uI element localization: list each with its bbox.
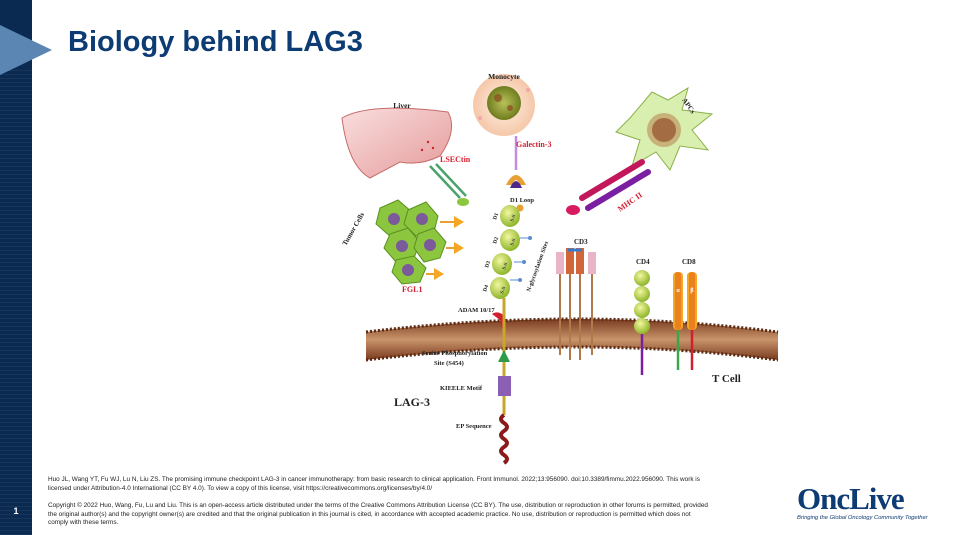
galectin3-label: Galectin-3 <box>516 140 552 149</box>
monocyte-cell <box>473 74 535 136</box>
cd3-label: CD3 <box>574 238 588 246</box>
title-arrow-shape <box>0 25 52 75</box>
d1-loop-label: D1 Loop <box>510 197 534 204</box>
onclive-logo: OncLive Bringing the Global Oncology Com… <box>797 481 932 524</box>
sidebar-band <box>0 0 32 535</box>
lag3-extracellular-domains <box>490 205 520 299</box>
ss-bond-label: S-S <box>510 214 517 223</box>
citation-copyright: Copyright © 2022 Huo, Wang, Fu, Lu and L… <box>48 502 708 526</box>
d2-label: D2 <box>492 236 500 245</box>
citation-reference: Huo JL, Wang YT, Fu WJ, Lu N, Liu ZS. Th… <box>48 476 700 492</box>
kieele-motif <box>498 376 511 396</box>
ss-bond-label: S-S <box>510 238 517 247</box>
fgl1-ligands <box>426 216 464 280</box>
adam-label: ADAM 10/17 <box>458 307 495 314</box>
lsectin-head <box>457 198 469 206</box>
cd8-receptor <box>673 272 697 370</box>
d3-label: D3 <box>484 260 492 269</box>
n-glycosylation-label: N-glycosylation Sites <box>526 240 550 293</box>
liver-label: Liver <box>393 101 411 110</box>
glycosylation-sites <box>510 236 532 282</box>
cd4-receptor <box>634 270 650 375</box>
tumor-cells-label: Tumor Cells <box>341 211 366 247</box>
d1-loop <box>516 204 524 212</box>
ep-sequence <box>499 413 509 465</box>
galectin3-binding-site <box>510 181 522 188</box>
ep-label: EP Sequence <box>456 423 492 430</box>
monocyte-label: Monocyte <box>488 72 520 81</box>
logo-tagline: Bringing the Global Oncology Community T… <box>797 515 928 521</box>
lag3-label: LAG-3 <box>394 395 430 409</box>
mhc2-beta-chain <box>585 169 651 211</box>
mhc2-alpha-chain <box>579 159 645 201</box>
cd3-complex <box>556 248 596 360</box>
fgl1-label: FGL1 <box>402 285 422 294</box>
d4-label: D4 <box>482 284 490 293</box>
lsectin-stalk <box>429 165 461 199</box>
sidebar-texture <box>0 70 32 535</box>
lsectin-label: LSECtin <box>440 155 471 164</box>
cd8-beta-label: β <box>690 288 693 294</box>
serine-label: Serine Phosphorylation <box>422 350 488 357</box>
slide-number: 1 <box>13 506 19 516</box>
adam-protease <box>492 312 506 328</box>
membrane-outer-heads <box>365 317 779 334</box>
membrane-inner-heads <box>365 345 779 362</box>
d1-label: D1 <box>492 212 500 221</box>
ss-bond-label: S-S <box>502 262 509 271</box>
serine-site-label: Site (S454) <box>434 360 464 367</box>
cd8-label: CD8 <box>682 258 696 266</box>
slide-title: Biology behind LAG3 <box>68 26 363 58</box>
mhc2-label: MHC II <box>616 190 644 213</box>
kieele-label: KIEELE Motif <box>440 385 483 392</box>
serine-phosphorylation-site <box>498 350 510 362</box>
ss-bond-label: S-S <box>500 286 507 295</box>
galectin3-cup <box>506 175 526 185</box>
t-cell-label: T Cell <box>712 373 741 385</box>
tumor-cells-cluster <box>375 199 447 285</box>
liver-organ <box>341 107 453 179</box>
lag3-biology-diagram: Monocyte Galectin-3 Liver LSECtin APCs M… <box>341 72 779 465</box>
cd4-label: CD4 <box>636 258 650 266</box>
cd8-alpha-label: α <box>676 288 680 294</box>
logo-wordmark: OncLive <box>797 481 905 516</box>
